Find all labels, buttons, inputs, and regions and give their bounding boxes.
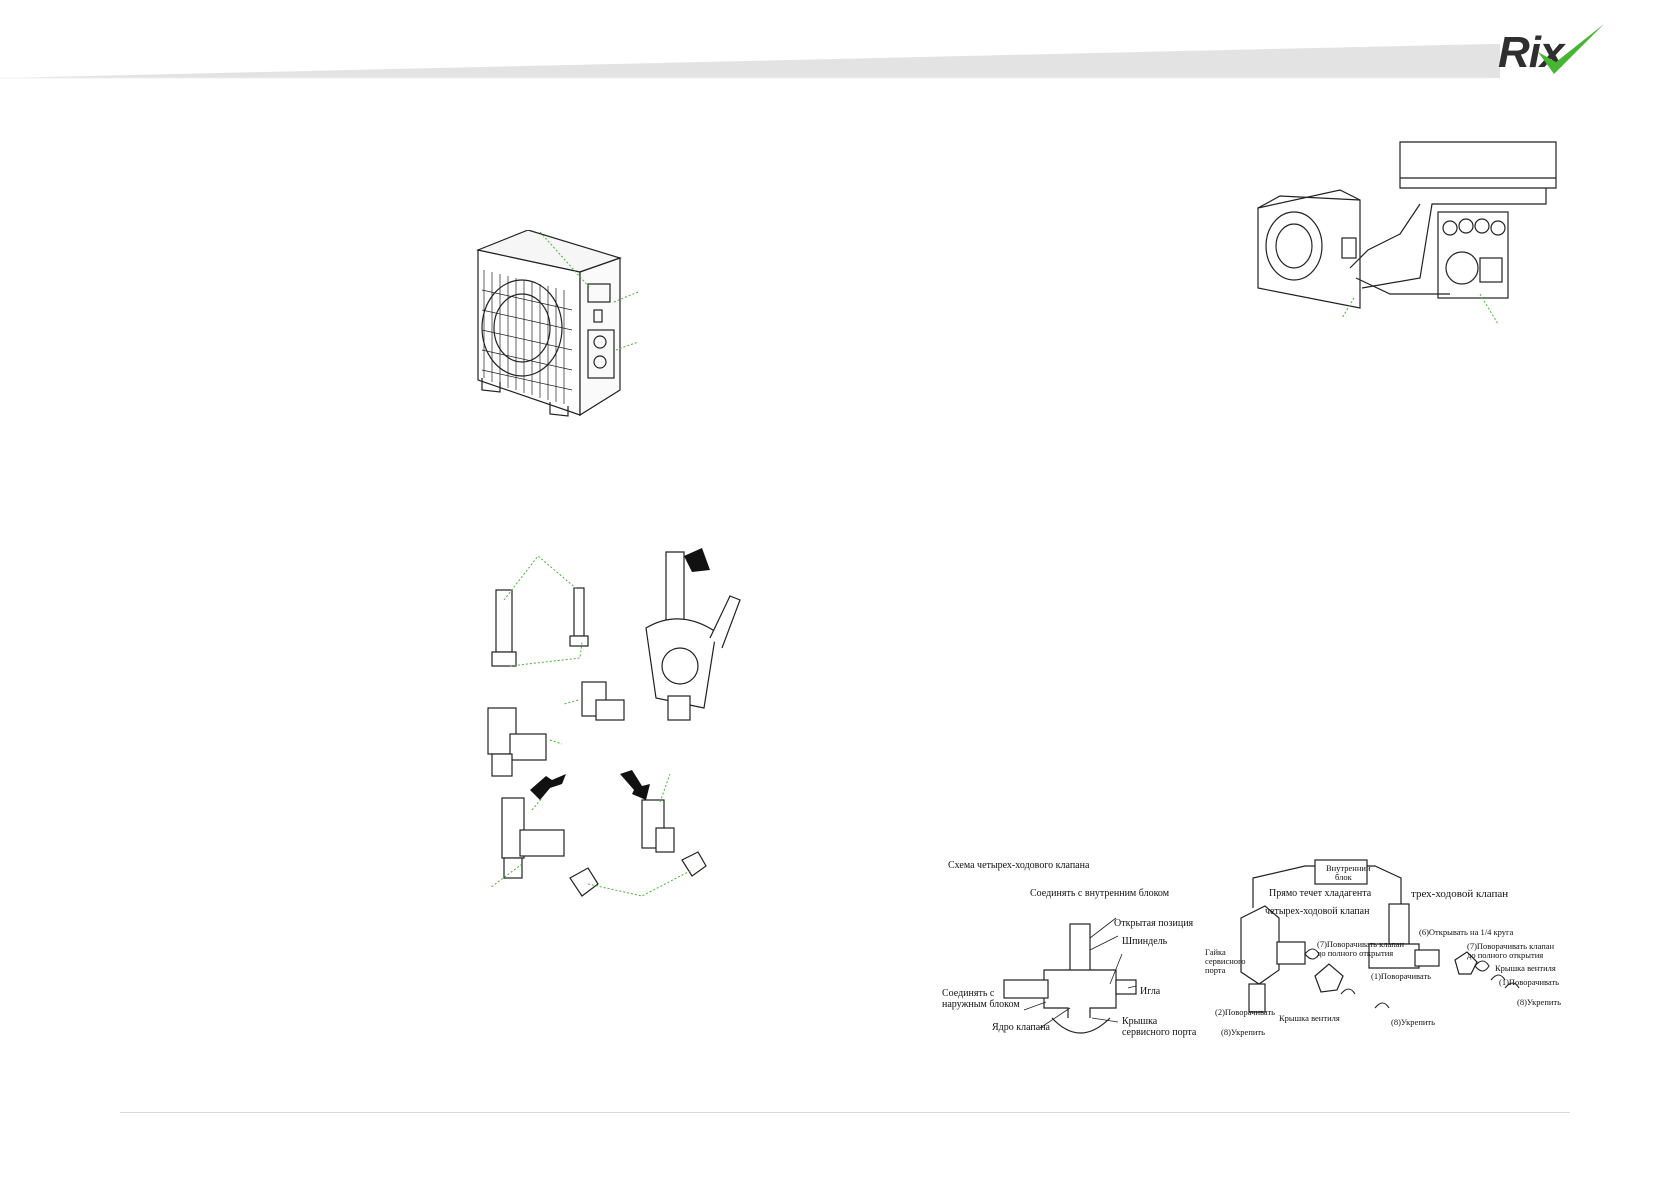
label-spindle: Шпиндель [1122,936,1168,947]
label-three-way-valve: трех-ходовой клапан [1411,888,1509,900]
brand-logo: Rix [1498,24,1608,84]
label-connect-outdoor-1: Соединять с [942,988,995,999]
four-way-valve-diagram: Схема четырех-ходового клапана Соединять… [940,858,1200,1050]
label-turn-1-mid: (1)Поворачивать [1371,971,1432,981]
outdoor-unit-drawing [475,230,639,417]
label-service-nut-1: Гайка [1205,947,1226,957]
four-way-title: Схема четырех-ходового клапана [948,860,1090,871]
valve-connection-figure [470,548,750,918]
label-needle: Игла [1140,986,1161,997]
header-band [0,44,1500,79]
label-tighten-8-left: (8)Укрепить [1221,1027,1266,1037]
label-open-quarter: (6)Открывать на 1/4 круга [1419,927,1514,937]
label-valve-core: Ядро клапана [992,1022,1050,1033]
label-turn-1-right: (1)Поворачивать [1499,977,1560,987]
label-turn-full-open-2: до полного открытия [1467,950,1544,960]
four-way-valve-drawing [1003,917,1137,1034]
label-connect-outdoor-2: наружным блоком [942,999,1020,1010]
three-way-valve-drawing [1240,859,1520,1013]
vacuum-setup-drawing [1257,141,1557,325]
label-tighten-8-right: (8)Укрепить [1517,997,1562,1007]
label-turn-full-open-1: (7)Поворачивать клапан [1467,941,1555,951]
label-service-nut-3: порта [1205,965,1226,975]
label-service-nut-2: сервисного [1205,956,1246,966]
label-four-way-valve: четырех-ходовой клапан [1265,906,1370,917]
label-indoor-unit-1: Внутренний [1326,863,1371,873]
vacuum-pump-setup-figure [1250,138,1560,338]
label-valve-cap-right: Крышка вентиля [1495,963,1556,973]
valve-connection-drawing [487,548,741,897]
label-service-cap-2: сервисного порта [1122,1027,1197,1038]
label-valve-cap-mid: Крышка вентиля [1279,1013,1340,1023]
label-open-position: Открытая позиция [1114,918,1194,929]
footer-rule [120,1112,1570,1113]
outdoor-unit-figure [470,230,640,420]
label-tighten-8-mid: (8)Укрепить [1391,1017,1436,1027]
label-indoor-unit-2: блок [1335,872,1352,882]
label-turn-7-mid-2: до полного открытия [1317,948,1394,958]
label-connect-indoor: Соединять с внутренним блоком [1030,888,1170,899]
label-turn-2: (2)Поворачивать [1215,1007,1276,1017]
three-way-valve-diagram: Внутренний блок Прямо течет хладагента ч… [1205,858,1575,1050]
checkmark-icon [1538,24,1604,74]
label-service-cap-1: Крышка [1122,1016,1158,1027]
label-turn-7-mid-1: (7)Поворачивать клапан [1317,939,1405,949]
label-refrigerant-flow: Прямо течет хладагента [1269,888,1372,899]
